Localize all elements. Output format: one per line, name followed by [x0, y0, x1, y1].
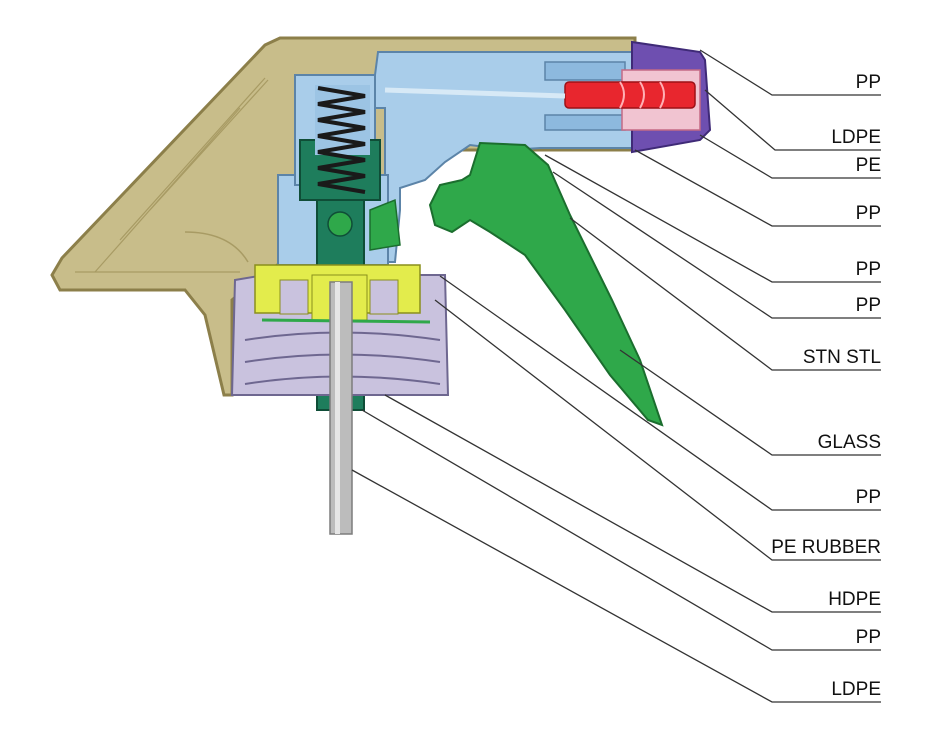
label-9: PP [856, 487, 881, 508]
label-1: PP [856, 72, 881, 93]
label-11: HDPE [828, 589, 881, 610]
spring [317, 86, 366, 194]
label-3: PE [856, 155, 881, 176]
leader-line-7 [569, 217, 881, 371]
dip-tube [329, 281, 353, 535]
leader-line-11 [384, 394, 881, 613]
leader-line-6 [552, 171, 881, 319]
leader-line-2 [704, 89, 881, 151]
label-12: PP [856, 627, 881, 648]
label-4: PP [856, 203, 881, 224]
leader-line-10 [434, 299, 881, 561]
material-labels: PP LDPE PE PP PP PP STN STL GLASS PP PE … [771, 72, 881, 700]
label-2: LDPE [831, 127, 881, 148]
leader-line-5 [544, 154, 881, 283]
label-7: STN STL [803, 347, 881, 368]
label-10: PE RUBBER [771, 537, 881, 558]
label-5: PP [856, 259, 881, 280]
leader-line-13 [351, 469, 881, 703]
label-8: GLASS [818, 432, 881, 453]
leader-line-9 [439, 275, 881, 511]
outlet-valve [384, 81, 696, 109]
trigger [369, 141, 664, 427]
leader-line-1 [699, 49, 881, 96]
leader-line-3 [699, 134, 881, 179]
leader-line-12 [361, 409, 881, 651]
leader-line-4 [634, 149, 881, 227]
label-6: PP [856, 295, 881, 316]
label-13: LDPE [831, 679, 881, 700]
leader-lines [351, 49, 881, 703]
leader-line-8 [619, 349, 881, 456]
